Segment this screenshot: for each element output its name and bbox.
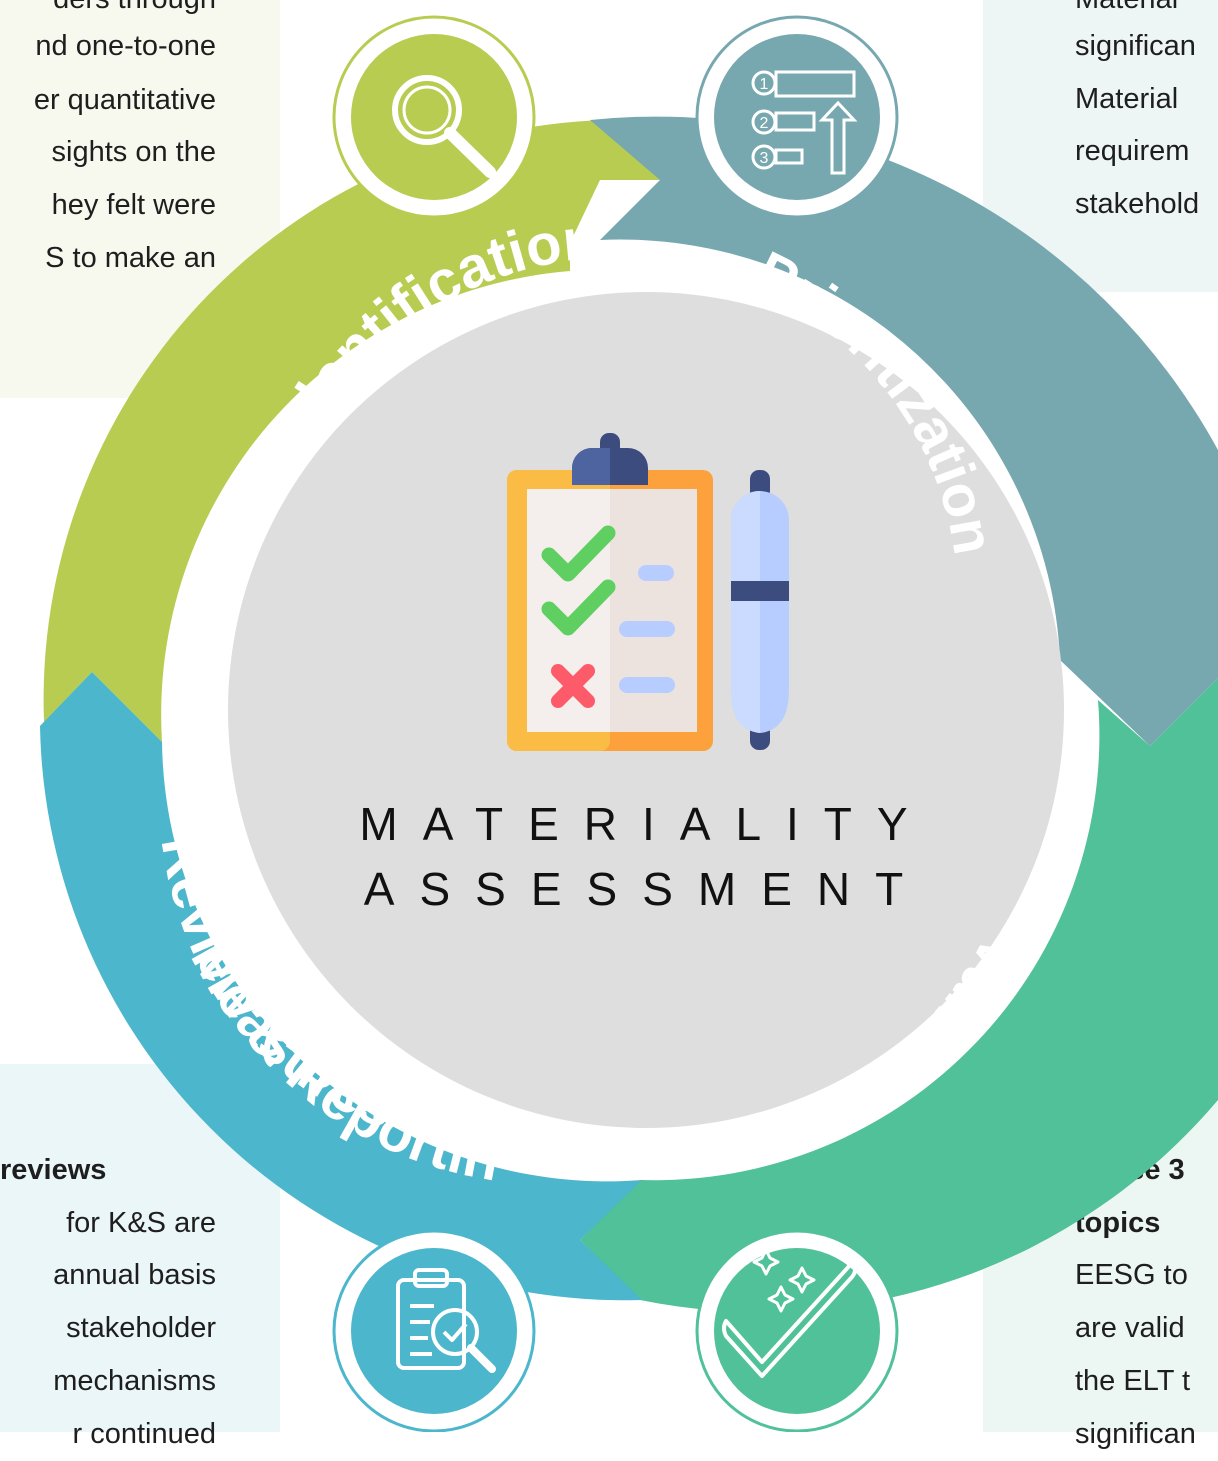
panel-top-right-line: Material <box>1075 83 1179 115</box>
clipboard-review-icon <box>332 1229 536 1432</box>
ranked-list-icon: 1 2 3 <box>695 15 899 219</box>
prioritization-arc <box>590 116 1218 746</box>
identification-arc <box>43 120 661 742</box>
ring-segments <box>40 116 1218 1313</box>
panel-bottom-left-line: stakeholder <box>66 1312 216 1344</box>
panel-top-right-line: Material <box>1075 0 1178 26</box>
panel-top-left-line: S to make an <box>45 242 216 274</box>
svg-text:2: 2 <box>760 115 769 132</box>
panel-bottom-right-line: are valid <box>1075 1312 1185 1344</box>
center-title-line2: ASSESSMENT <box>364 863 928 915</box>
panel-bottom-right-line: EESG to <box>1075 1259 1188 1291</box>
svg-text:1: 1 <box>760 76 769 93</box>
panel-top-left-line: er quantitative <box>33 84 216 116</box>
panel-top-left-line: nd one-to-one <box>35 30 216 62</box>
panel-bottom-right-line: the ELT t <box>1075 1365 1190 1397</box>
panel-top-left-line: sights on the <box>51 136 216 168</box>
validation-arc <box>580 678 1218 1313</box>
panel-top-left-line: hey felt were <box>51 189 216 221</box>
panel-top-right-line: stakehold <box>1075 188 1200 220</box>
checkmark-sparkle-icon <box>695 1229 899 1432</box>
panel-bottom-left-line: for K&S are <box>66 1207 216 1239</box>
review-arc <box>40 672 642 1301</box>
svg-text:3: 3 <box>760 150 769 167</box>
center-title-line1: MATERIALITY <box>359 798 932 850</box>
magnifier-icon <box>332 15 536 219</box>
clipboard-pen-illustration <box>507 433 789 751</box>
panel-bottom-left-line: mechanisms <box>53 1365 216 1397</box>
panel-bottom-left-line: annual basis <box>53 1259 216 1291</box>
panel-top-left-line: ders through <box>53 0 216 26</box>
panel-top-right-line: significan <box>1075 30 1196 62</box>
panel-bottom-left-heading: reviews <box>0 1154 107 1186</box>
panel-top-right-line: requirem <box>1075 135 1190 167</box>
